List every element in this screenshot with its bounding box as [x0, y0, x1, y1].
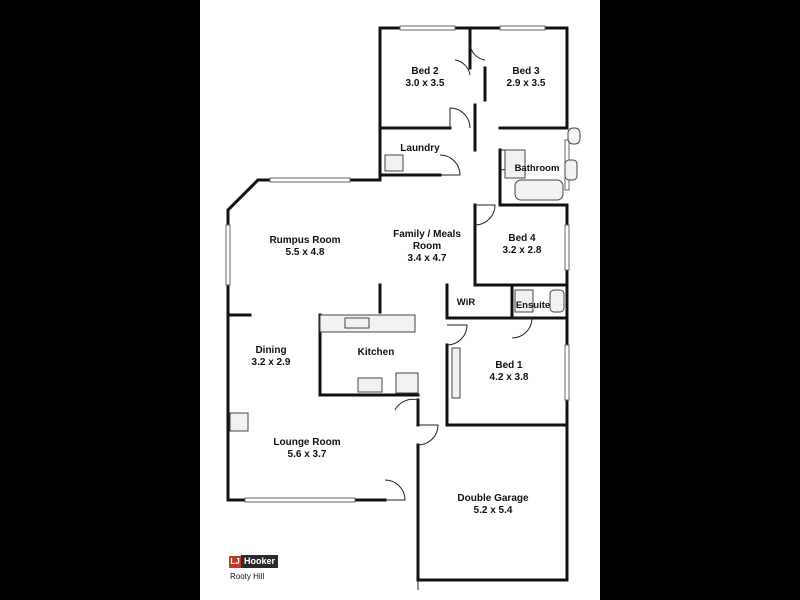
basin-icon: [564, 159, 578, 181]
toilet-icon: [567, 127, 581, 145]
room-name: Bed 4: [508, 233, 536, 244]
room-name: Lounge Room: [273, 437, 341, 448]
room-dimensions: 5.5 x 4.8: [285, 247, 325, 258]
room-name: Double Garage: [457, 493, 529, 504]
room-label-wir: WiR: [457, 297, 475, 309]
office-name: Rooty Hill: [230, 572, 265, 581]
room-dimensions: 4.2 x 3.8: [489, 372, 529, 383]
room-label-bed-4: Bed 4 3.2 x 2.8: [503, 233, 542, 257]
room-name: Kitchen: [357, 347, 395, 358]
room-label-family-meals: Family / Meals Room 3.4 x 4.7: [393, 229, 461, 265]
room-dimensions: 5.2 x 5.4: [473, 505, 513, 516]
room-dimensions: 3.2 x 2.9: [251, 357, 291, 368]
room-name: Bed 1: [495, 360, 523, 371]
bathtub-icon: [514, 179, 564, 201]
room-label-bed-1: Bed 1 4.2 x 3.8: [490, 360, 529, 384]
kitchen-sink-icon: [344, 317, 370, 329]
room-name: Ensuite: [515, 300, 551, 311]
fixtures: [229, 127, 581, 432]
room-name: Bed 2: [411, 66, 439, 77]
interior-walls: [226, 26, 569, 502]
room-label-laundry: Laundry: [400, 143, 439, 155]
room-dimensions: 3.4 x 4.7: [407, 253, 447, 264]
logo-mark-icon: LJ: [229, 555, 241, 568]
fridge-icon: [395, 372, 419, 394]
room-dimensions: 3.0 x 3.5: [405, 78, 445, 89]
fireplace-icon: [229, 412, 249, 432]
room-label-kitchen: Kitchen: [358, 347, 395, 359]
room-name: WiR: [456, 297, 476, 308]
room-name-line-2: Room: [412, 241, 442, 252]
ensuite-toilet-icon: [549, 289, 565, 313]
room-dimensions: 3.2 x 2.8: [502, 245, 542, 256]
room-label-bed-2: Bed 2 3.0 x 3.5: [406, 66, 445, 90]
room-name: Rumpus Room: [269, 235, 341, 246]
room-label-dining: Dining 3.2 x 2.9: [252, 345, 291, 369]
room-dimensions: 2.9 x 3.5: [506, 78, 546, 89]
room-label-double-garage: Double Garage 5.2 x 5.4: [457, 493, 528, 517]
room-name: Bathroom: [514, 163, 560, 174]
room-label-rumpus-room: Rumpus Room 5.5 x 4.8: [269, 235, 340, 259]
room-name: Bed 3: [512, 66, 540, 77]
room-label-bathroom: Bathroom: [515, 163, 560, 175]
ensuite-shower-icon: [514, 289, 534, 313]
laundry-tub-icon: [384, 154, 404, 172]
room-dimensions: 5.6 x 3.7: [287, 449, 327, 460]
room-label-lounge-room: Lounge Room 5.6 x 3.7: [273, 437, 340, 461]
room-label-ensuite: Ensuite: [516, 300, 550, 312]
cooktop-icon: [357, 377, 383, 393]
room-label-bed-3: Bed 3 2.9 x 3.5: [507, 66, 546, 90]
shower-icon: [504, 149, 526, 179]
room-name: Dining: [255, 345, 287, 356]
wardrobe-icon: [451, 347, 461, 399]
room-name: Family / Meals: [393, 229, 461, 240]
logo-name: Hooker: [241, 555, 279, 568]
agency-logo: LJ Hooker: [229, 555, 279, 568]
room-name: Laundry: [400, 143, 440, 154]
